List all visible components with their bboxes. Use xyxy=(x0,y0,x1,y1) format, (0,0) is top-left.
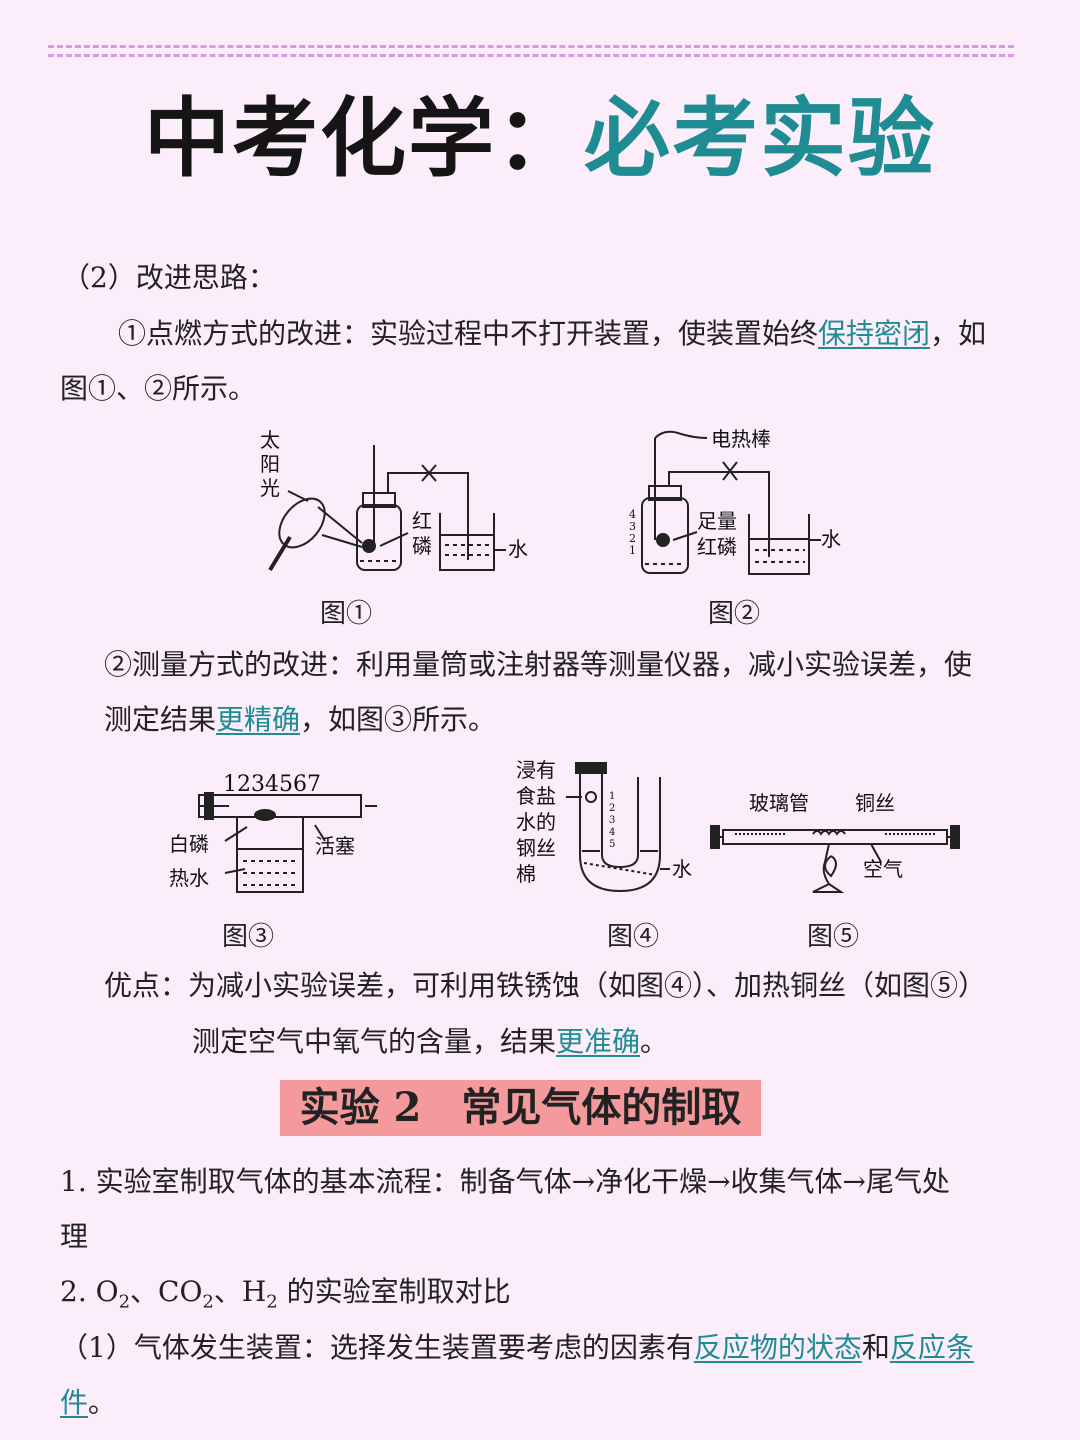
step-3-line-cont: 件。 xyxy=(60,1383,116,1423)
fig4-label-2: 食盐 xyxy=(516,784,556,808)
paragraph-ignition-cont: 图①、②所示。 xyxy=(60,369,256,409)
fig1-label-sun-1: 太 xyxy=(260,428,280,452)
s3-highlight-3: 件 xyxy=(60,1386,89,1419)
fig1-caption: 图① xyxy=(320,599,373,629)
figure-3-diagram: 1234567 白磷 热水 活塞 xyxy=(169,772,377,893)
fig4-scale-5: 5 xyxy=(609,839,615,850)
fig1-label-red-2: 磷 xyxy=(412,534,432,558)
s3-text-a: （1）气体发生装置：选择发生装置要考虑的因素有 xyxy=(60,1331,694,1364)
s2-pre: 2. O xyxy=(60,1275,119,1308)
fig4-scale-4: 4 xyxy=(609,827,615,838)
step-2-line: 2. O2、CO2、H2 的实验室制取对比 xyxy=(60,1272,511,1323)
title-teal-part: 必考实验 xyxy=(584,89,936,189)
fig4-scale-2: 2 xyxy=(609,803,615,814)
p2-highlight: 更精确 xyxy=(216,703,301,736)
fig4-scale-1: 1 xyxy=(609,791,615,802)
fig1-label-water: 水 xyxy=(508,537,528,561)
fig4-scale-3: 3 xyxy=(609,815,615,826)
fig1-label-red-1: 红 xyxy=(412,509,432,533)
figure-2-diagram: 电热棒 足量 红磷 水 4 3 2 1 xyxy=(629,427,841,575)
paragraph-ignition: ①点燃方式的改进：实验过程中不打开装置，使装置始终保持密闭，如 xyxy=(118,314,986,354)
step-1-line: 1. 实验室制取气体的基本流程：制备气体→净化干燥→收集气体→尾气处 xyxy=(60,1162,950,1202)
top-dashed-divider-1 xyxy=(48,45,1014,48)
top-dashed-divider-2 xyxy=(48,54,1014,57)
fig2-label-water: 水 xyxy=(821,527,841,551)
figure-4-diagram: 浸有 食盐 水的 钢丝 棉 水 1 2 3 4 5 xyxy=(516,758,692,893)
s2-sub-2: 2 xyxy=(202,1291,214,1313)
fig2-scale-1: 1 xyxy=(629,544,636,557)
s2-sub-1: 2 xyxy=(118,1291,131,1313)
fig3-label-white: 白磷 xyxy=(169,832,209,856)
fig1-label-sun-2: 阳 xyxy=(260,452,280,476)
title-black-part: 中考化学： xyxy=(144,89,584,189)
paragraph-advantages-cont: 测定空气中氧气的含量，结果更准确。 xyxy=(192,1022,668,1062)
p2-text-b: 测定结果 xyxy=(104,703,217,736)
p3-text-a: 优点：为减小实验误差，可利用铁锈蚀（如图④）、加热铜丝（如图⑤） xyxy=(104,969,987,1002)
p2-text-c: ，如图③所示。 xyxy=(300,703,497,736)
s1-text-b: 理 xyxy=(60,1220,89,1253)
fig5-label-copper: 铜丝 xyxy=(855,791,895,815)
fig4-caption: 图④ xyxy=(607,922,660,952)
figure-1-diagram: 太 阳 光 红 磷 水 xyxy=(260,428,528,572)
fig2-label-amount: 足量 xyxy=(697,509,737,533)
s1-text-a: 1. 实验室制取气体的基本流程：制备气体→净化干燥→收集气体→尾气处 xyxy=(60,1165,951,1198)
fig5-caption: 图⑤ xyxy=(807,922,860,952)
p3-text-c: 。 xyxy=(640,1025,669,1058)
fig4-label-water: 水 xyxy=(672,857,692,881)
fig1-label-sun-3: 光 xyxy=(260,476,280,500)
p1-text-b: ，如 xyxy=(930,317,987,350)
fig4-label-3: 水的 xyxy=(516,810,556,834)
fig5-label-glass: 玻璃管 xyxy=(749,791,809,815)
fig3-caption: 图③ xyxy=(222,922,275,952)
section-title-experiment-2: 实验 2 常见气体的制取 xyxy=(280,1080,761,1136)
fig3-tick-labels: 1234567 xyxy=(223,772,321,797)
p3-text-b: 测定空气中氧气的含量，结果 xyxy=(192,1025,557,1058)
s2-sub-3: 2 xyxy=(266,1291,278,1313)
fig4-label-5: 棉 xyxy=(516,862,536,886)
fig2-scale-3: 3 xyxy=(629,520,636,533)
page-title: 中考化学：必考实验 xyxy=(0,68,1080,193)
s2-mid2: 、H xyxy=(213,1275,267,1308)
fig4-label-4: 钢丝 xyxy=(516,836,556,860)
fig3-label-hot: 热水 xyxy=(169,866,209,890)
fig3-label-piston: 活塞 xyxy=(315,834,355,858)
step-3-line: （1）气体发生装置：选择发生装置要考虑的因素有反应物的状态和反应条 xyxy=(60,1328,974,1368)
improve-heading-text: （2）改进思路： xyxy=(62,261,276,294)
p1-text-c: 图①、②所示。 xyxy=(60,372,257,405)
fig2-label-rod: 电热棒 xyxy=(711,427,771,451)
paragraph-measurement-cont: 测定结果更精确，如图③所示。 xyxy=(104,700,496,740)
fig2-label-red: 红磷 xyxy=(697,535,737,559)
s3-end: 。 xyxy=(88,1386,117,1419)
s2-post: 的实验室制取对比 xyxy=(277,1275,511,1308)
s3-mid: 和 xyxy=(861,1331,890,1364)
fig5-label-air: 空气 xyxy=(863,857,903,881)
fig4-label-1: 浸有 xyxy=(516,758,556,782)
p1-highlight: 保持密闭 xyxy=(818,317,931,350)
s2-mid1: 、CO xyxy=(130,1275,203,1308)
paragraph-measurement: ②测量方式的改进：利用量筒或注射器等测量仪器，减小实验误差，使 xyxy=(104,645,972,685)
s3-highlight-2: 反应条 xyxy=(889,1331,974,1364)
paragraph-advantages: 优点：为减小实验误差，可利用铁锈蚀（如图④）、加热铜丝（如图⑤） xyxy=(104,966,986,1006)
figure-5-diagram: 玻璃管 铜丝 空气 xyxy=(710,791,960,893)
fig2-caption: 图② xyxy=(708,599,761,629)
p3-highlight: 更准确 xyxy=(556,1025,641,1058)
s3-highlight-1: 反应物的状态 xyxy=(693,1331,862,1364)
step-1-line-cont: 理 xyxy=(60,1217,88,1257)
fig2-scale-2: 2 xyxy=(629,532,636,545)
fig2-scale-4: 4 xyxy=(629,508,636,521)
improve-heading: （2）改进思路： xyxy=(62,258,276,298)
p2-text-a: ②测量方式的改进：利用量筒或注射器等测量仪器，减小实验误差，使 xyxy=(104,648,973,681)
p1-text-a: ①点燃方式的改进：实验过程中不打开装置，使装置始终 xyxy=(118,317,819,350)
